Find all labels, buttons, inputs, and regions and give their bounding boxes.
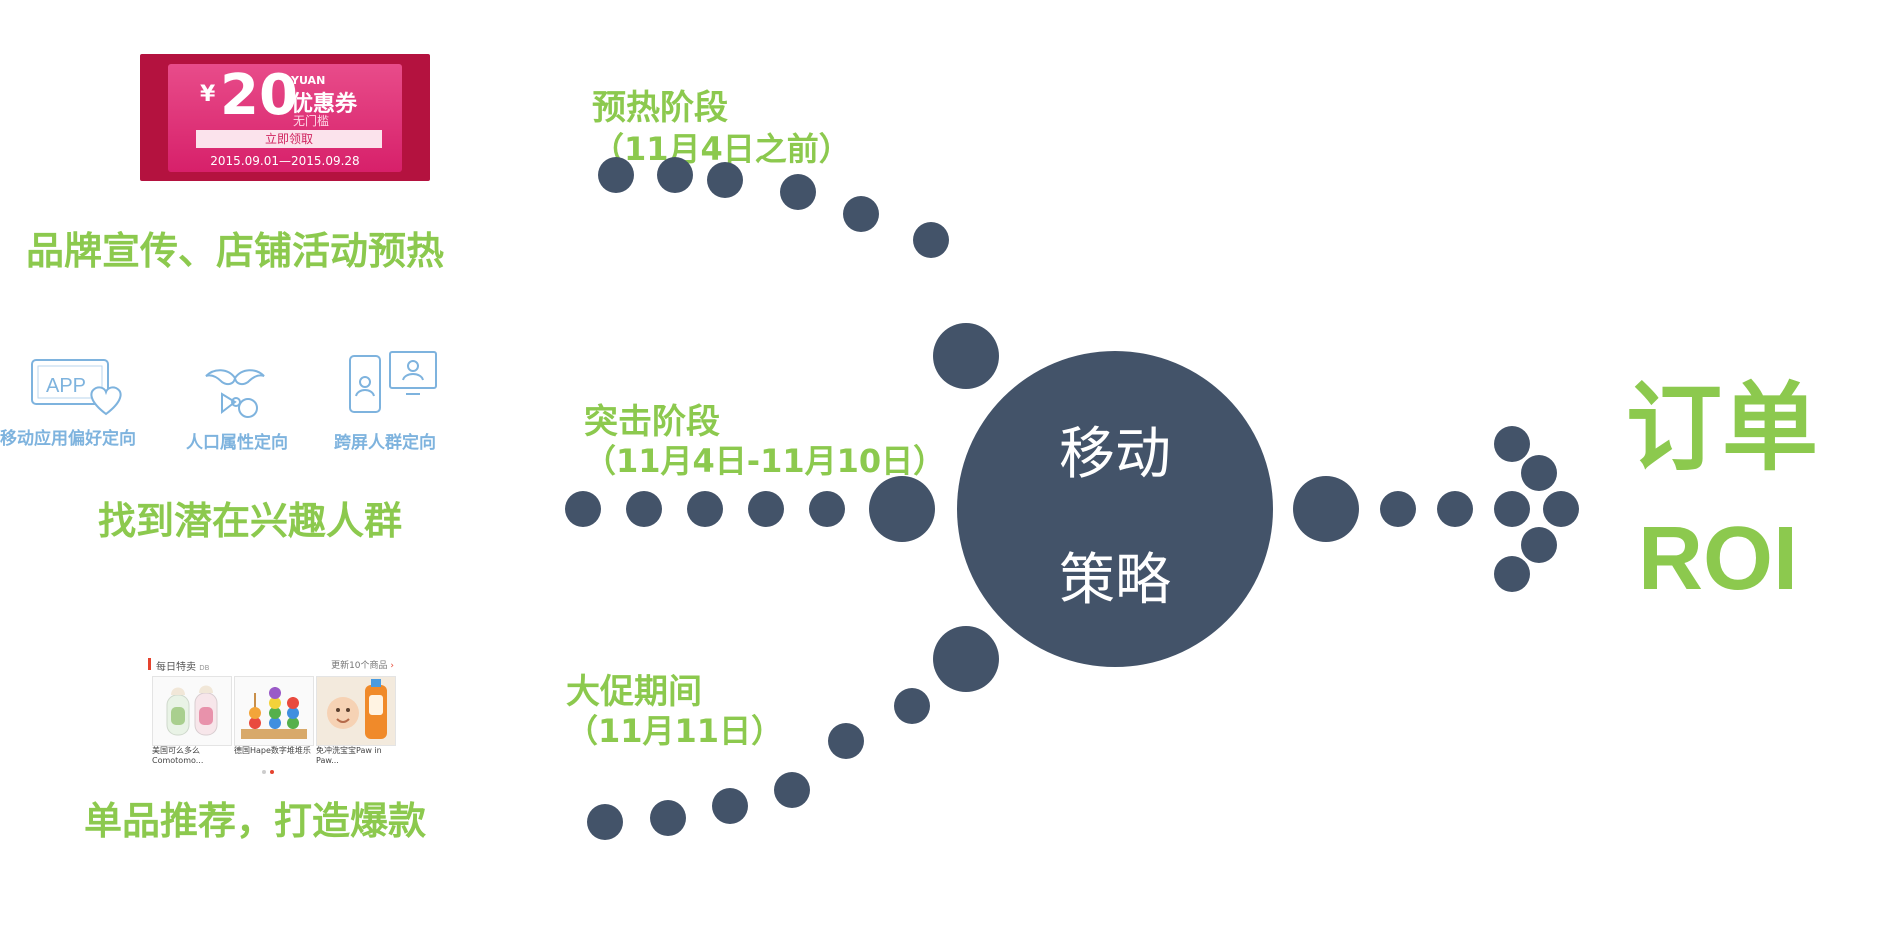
- path-dot: [598, 157, 634, 193]
- strategy-line-2: 策略: [1059, 548, 1171, 613]
- product-caption-3: 免冲洗宝宝Paw in Paw...: [316, 746, 382, 765]
- product-caption-2: 德国Hape数字堆堆乐: [234, 746, 311, 755]
- baby-bottles-icon: [166, 685, 218, 736]
- result-roi: ROI: [1638, 509, 1799, 609]
- targeting-label-app: 移动应用偏好定向: [0, 429, 136, 449]
- targeting-label-demographic: 人口属性定向: [186, 433, 288, 453]
- panel-more-text: 更新10个商品: [331, 661, 388, 671]
- path-dot: [1380, 491, 1416, 527]
- path-dot: [626, 491, 662, 527]
- panel-accent-bar: [148, 658, 151, 670]
- stacking-toy-icon: [241, 687, 307, 739]
- app-icon-text: APP: [46, 375, 86, 397]
- stage-2-time: （11月4日-11月10日）: [584, 442, 946, 480]
- fan-dot: [1521, 455, 1557, 491]
- path-node: [933, 626, 999, 692]
- coupon-title: 优惠券: [291, 92, 358, 117]
- path-node: [933, 323, 999, 389]
- stage-2-name: 突击阶段: [584, 402, 720, 442]
- coupon-amount: 20: [220, 63, 298, 128]
- product-thumb-baby: [316, 676, 396, 746]
- fan-dot: [1494, 491, 1530, 527]
- path-dot: [1437, 491, 1473, 527]
- product-panel: 每日特卖 DB 更新10个商品 › 美国可么多么Comotomo...: [148, 656, 396, 776]
- cross-screen-icon: [349, 351, 437, 413]
- fan-dot: [1521, 527, 1557, 563]
- path-node: [1293, 476, 1359, 542]
- path-dot: [707, 162, 743, 198]
- coupon-dates: 2015.09.01—2015.09.28: [210, 154, 360, 168]
- targeting-caption: 找到潜在兴趣人群: [98, 499, 403, 543]
- path-dot: [748, 491, 784, 527]
- baby-product-icon: [317, 677, 395, 745]
- coupon-caption: 品牌宣传、店铺活动预热: [26, 229, 445, 273]
- fan-dot: [1543, 491, 1579, 527]
- path-dot: [650, 800, 686, 836]
- stage-1-name: 预热阶段: [592, 88, 728, 128]
- result-orders: 订单: [1626, 372, 1818, 484]
- app-heart-icon: APP: [31, 359, 122, 416]
- product-caption-1: 美国可么多么Comotomo...: [152, 746, 204, 765]
- mustache-bow-icon: [205, 369, 265, 418]
- path-dot: [828, 723, 864, 759]
- panel-title-text: 每日特卖: [156, 662, 196, 673]
- path-dot: [774, 772, 810, 808]
- coupon-unit: YUAN: [291, 74, 326, 87]
- stage-1-time: （11月4日之前）: [592, 130, 851, 168]
- path-dot: [780, 174, 816, 210]
- targeting-label-cross-screen: 跨屏人群定向: [334, 433, 436, 453]
- product-thumb-bottles: [152, 676, 232, 746]
- stage-3-name: 大促期间: [566, 672, 702, 712]
- fan-dot: [1494, 426, 1530, 462]
- carousel-dot-active: [270, 770, 274, 774]
- chevron-right-icon: ›: [390, 661, 394, 671]
- panel-title-tag: DB: [199, 664, 210, 672]
- path-dot: [894, 688, 930, 724]
- panel-title: 每日特卖 DB: [156, 658, 209, 673]
- strategy-circle: 移动 策略: [957, 351, 1273, 667]
- coupon-body: ¥ 20 YUAN 优惠券 无门槛 立即领取 2015.09.01—2015.0…: [168, 64, 402, 172]
- coupon-currency: ¥: [200, 82, 216, 107]
- path-dot: [587, 804, 623, 840]
- fan-dot: [1494, 556, 1530, 592]
- product-panel-header: 每日特卖 DB 更新10个商品 ›: [148, 656, 394, 674]
- product-thumb-stacker: [234, 676, 314, 746]
- path-dot: [565, 491, 601, 527]
- path-node: [869, 476, 935, 542]
- path-dot: [809, 491, 845, 527]
- coupon-image: ¥ 20 YUAN 优惠券 无门槛 立即领取 2015.09.01—2015.0…: [140, 54, 430, 181]
- coupon-subtitle: 无门槛: [293, 114, 330, 128]
- products-caption: 单品推荐，打造爆款: [84, 799, 427, 843]
- coupon-claim-button: 立即领取: [196, 130, 382, 148]
- path-dot: [687, 491, 723, 527]
- strategy-line-1: 移动: [1059, 422, 1171, 487]
- panel-more-link: 更新10个商品 ›: [331, 658, 394, 671]
- path-dot: [657, 157, 693, 193]
- path-dot: [913, 222, 949, 258]
- carousel-dot: [262, 770, 266, 774]
- path-dot: [843, 196, 879, 232]
- stage-3-time: （11月11日）: [566, 712, 784, 750]
- path-dot: [712, 788, 748, 824]
